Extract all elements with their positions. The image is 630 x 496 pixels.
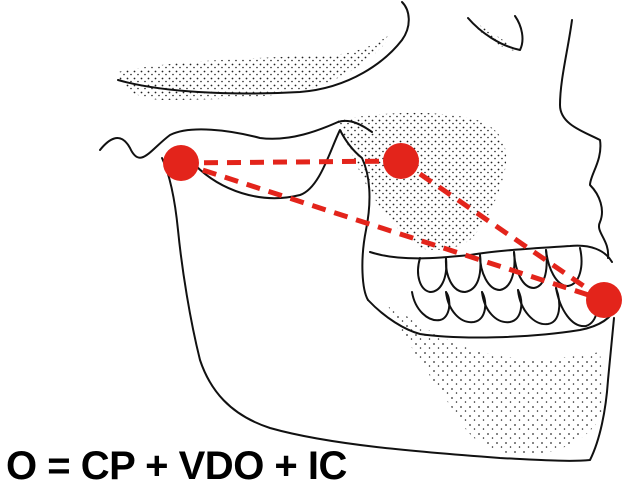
jaw-shading: [385, 300, 605, 455]
face-profile: [560, 20, 608, 258]
markers: [163, 143, 622, 318]
lower-tooth-4: [518, 288, 559, 324]
line-cp-middle: [181, 161, 401, 163]
formula-caption: O = CP + VDO + IC: [6, 446, 347, 486]
lower-tooth-3: [482, 290, 521, 322]
shading: [118, 20, 605, 455]
middle-marker: [383, 143, 419, 179]
upper-teeth: [370, 246, 612, 262]
lower-tooth-1: [412, 292, 449, 320]
upper-tooth-1: [418, 258, 446, 292]
orbit-detail: [468, 16, 522, 50]
condyle-marker: [163, 145, 199, 181]
zygoma-shading: [338, 113, 506, 250]
incisor-marker: [586, 282, 622, 318]
lower-tooth-2: [446, 292, 485, 322]
